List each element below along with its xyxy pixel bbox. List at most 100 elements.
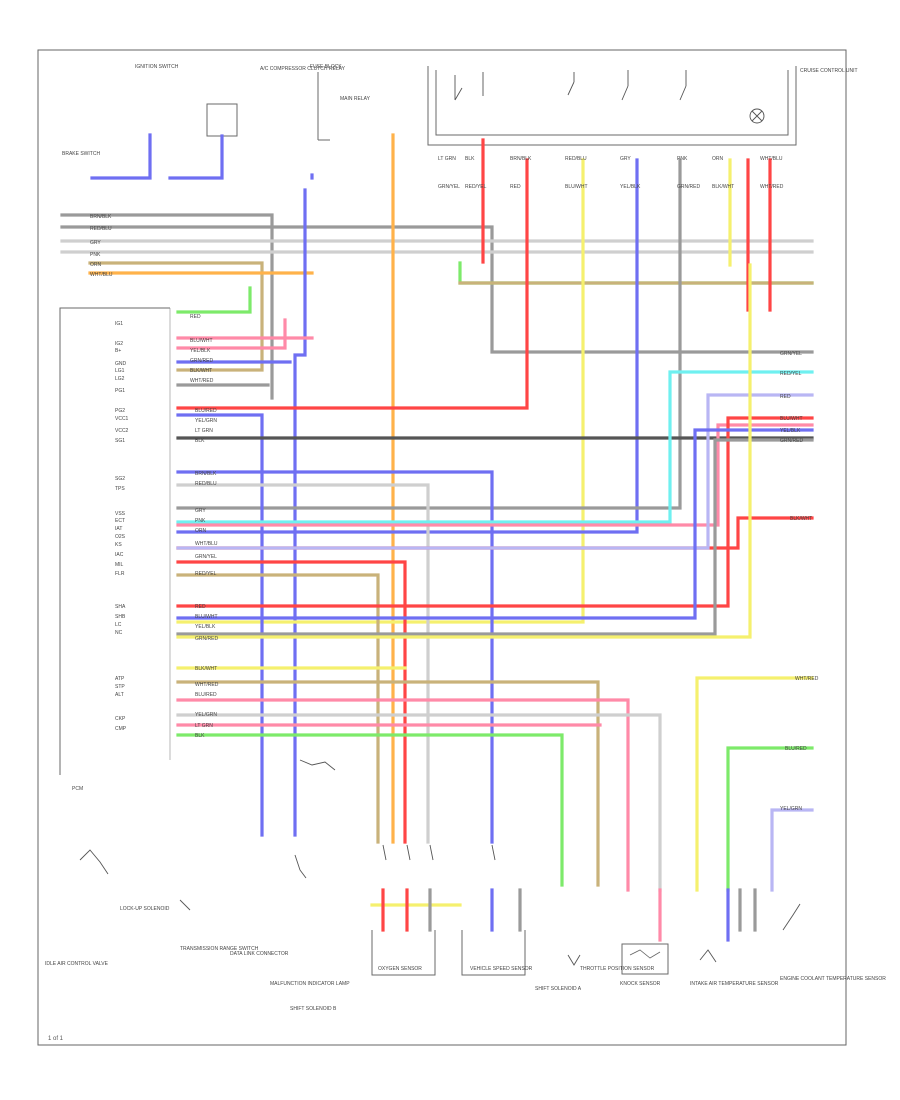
wire-light-42 [176, 713, 662, 892]
wire-cyan-29 [176, 370, 814, 524]
pcm-pin-0: IG1 [115, 321, 123, 327]
wire-label-0: RED [190, 314, 201, 320]
wire-label-3: GRN/RED [190, 358, 213, 364]
wire-pink-22 [176, 318, 287, 350]
pcm-pin-13: VSS [115, 511, 126, 517]
component-label-13: MALFUNCTION INDICATOR LAMP [270, 981, 350, 987]
wire-label-17: RED/YEL [195, 571, 217, 577]
wire-label-29: RED/BLU [90, 226, 112, 232]
pcm-pin-22: SHB [115, 614, 126, 620]
pcm-pin-12: TPS [115, 486, 125, 492]
relay-bracket [317, 72, 330, 141]
wire-label-11: RED/BLU [195, 481, 217, 487]
wire-label-21: GRN/RED [195, 636, 218, 642]
wire-label-9: BLK [195, 438, 205, 444]
wire-label-25: YEL/GRN [195, 712, 217, 718]
wire-gray-37 [176, 438, 814, 636]
wire-tan-6 [88, 261, 264, 372]
component-box-3-switch [629, 949, 661, 959]
wire-blue-27 [176, 470, 494, 844]
wire-label-44: LT GRN [438, 156, 456, 162]
switch-symbols [79, 70, 801, 966]
wire-yellow-39 [695, 676, 814, 892]
diagram-border [37, 49, 847, 1046]
wire-blue-11 [293, 188, 307, 837]
pcm-pin-9: VCC2 [115, 428, 129, 434]
wire-label-45: BLK [465, 156, 475, 162]
wire-label-26: LT GRN [195, 723, 213, 729]
component-label-15: SHIFT SOLENOID B [290, 1006, 337, 1012]
component-label-11: IDLE AIR CONTROL VALVE [45, 961, 109, 967]
pcm-pin-26: STP [115, 684, 125, 690]
wire-blue-16 [176, 158, 639, 534]
fuse-block-frame [427, 66, 797, 146]
pcm-pin-25: ATP [115, 676, 125, 682]
wire-tan-40 [176, 680, 600, 887]
component-label-3: MAIN RELAY [340, 96, 371, 102]
pcm-pin-8: VCC1 [115, 416, 129, 422]
wire-label-12: GRY [195, 508, 206, 514]
component-label-18: BRAKE SWITCH [62, 151, 100, 157]
pcm-pin-21: SHA [115, 604, 126, 610]
wire-label-52: GRN/YEL [438, 184, 460, 190]
wire-label-59: WHT/RED [760, 184, 784, 190]
wire-label-1: BLU/WHT [190, 338, 213, 344]
fuse-block-inner [435, 70, 789, 136]
component-label-9: INTAKE AIR TEMPERATURE SENSOR [690, 981, 779, 987]
component-label-7: OXYGEN SENSOR [378, 966, 422, 972]
component-label-19: CRUISE CONTROL UNIT [800, 68, 858, 74]
pcm-pin-3: GND [115, 361, 127, 367]
wire-label-55: BLU/WHT [565, 184, 588, 190]
pcm-pin-5: LG2 [115, 376, 125, 382]
pcm-pin-6: PG1 [115, 388, 125, 394]
wire-label-51: WHT/BLU [760, 156, 783, 162]
wire-label-42: BLU/RED [785, 746, 807, 752]
wire-label-13: PNK [195, 518, 206, 524]
page-code: 1 of 1 [48, 1036, 64, 1042]
wire-lavender-45 [770, 808, 814, 892]
pcm-pin-2: B+ [115, 348, 121, 354]
wire-blue-25 [176, 413, 264, 837]
wire-gray-17 [176, 158, 682, 510]
wire-label-28: BRN/BLK [90, 214, 112, 220]
component-label-4: A/C COMPRESSOR CLUTCH RELAY [260, 66, 346, 72]
wire-label-33: WHT/BLU [90, 272, 113, 278]
component-label-5: THROTTLE POSITION SENSOR [580, 966, 655, 972]
wire-label-43: YEL/GRN [780, 806, 802, 812]
component-label-14: SHIFT SOLENOID A [535, 986, 582, 992]
wire-label-6: BLU/RED [195, 408, 217, 414]
pcm-pin-16: O2S [115, 534, 126, 540]
wire-label-58: BLK/WHT [712, 184, 734, 190]
pcm-pin-20: FLR [115, 571, 125, 577]
component-label-16: LOCK-UP SOLENOID [120, 906, 170, 912]
wire-label-46: BRN/BLK [510, 156, 532, 162]
component-box-2 [461, 930, 526, 976]
wire-label-14: ORN [195, 528, 207, 534]
wire-blue-1 [168, 134, 224, 180]
component-label-17: TRANSMISSION RANGE SWITCH [180, 946, 259, 952]
wire-gray-3 [60, 225, 814, 354]
wire-label-5: WHT/RED [190, 378, 214, 384]
wire-label-4: BLK/WHT [190, 368, 212, 374]
wire-label-48: GRY [620, 156, 631, 162]
wire-pink-41 [176, 698, 630, 892]
wire-blue-0 [90, 133, 152, 180]
wire-label-35: RED/YEL [780, 371, 802, 377]
pcm-pin-7: PG2 [115, 408, 125, 414]
wire-label-19: BLU/WHT [195, 614, 218, 620]
pcm-pin-1: IG2 [115, 341, 123, 347]
wire-label-31: PNK [90, 252, 101, 258]
wire-label-2: YEL/BLK [190, 348, 211, 354]
wire-label-22: BLK/WHT [195, 666, 217, 672]
wire-label-18: RED [195, 604, 206, 610]
wire-light-28 [176, 483, 430, 844]
pcm-pin-11: SG2 [115, 476, 125, 482]
wire-label-50: ORN [712, 156, 724, 162]
pcm-pin-28: CKP [115, 716, 126, 722]
pcm-pin-10: SG1 [115, 438, 125, 444]
wire-label-54: RED [510, 184, 521, 190]
component-label-1: IGNITION SWITCH [135, 64, 179, 70]
wire-label-16: GRN/YEL [195, 554, 217, 560]
